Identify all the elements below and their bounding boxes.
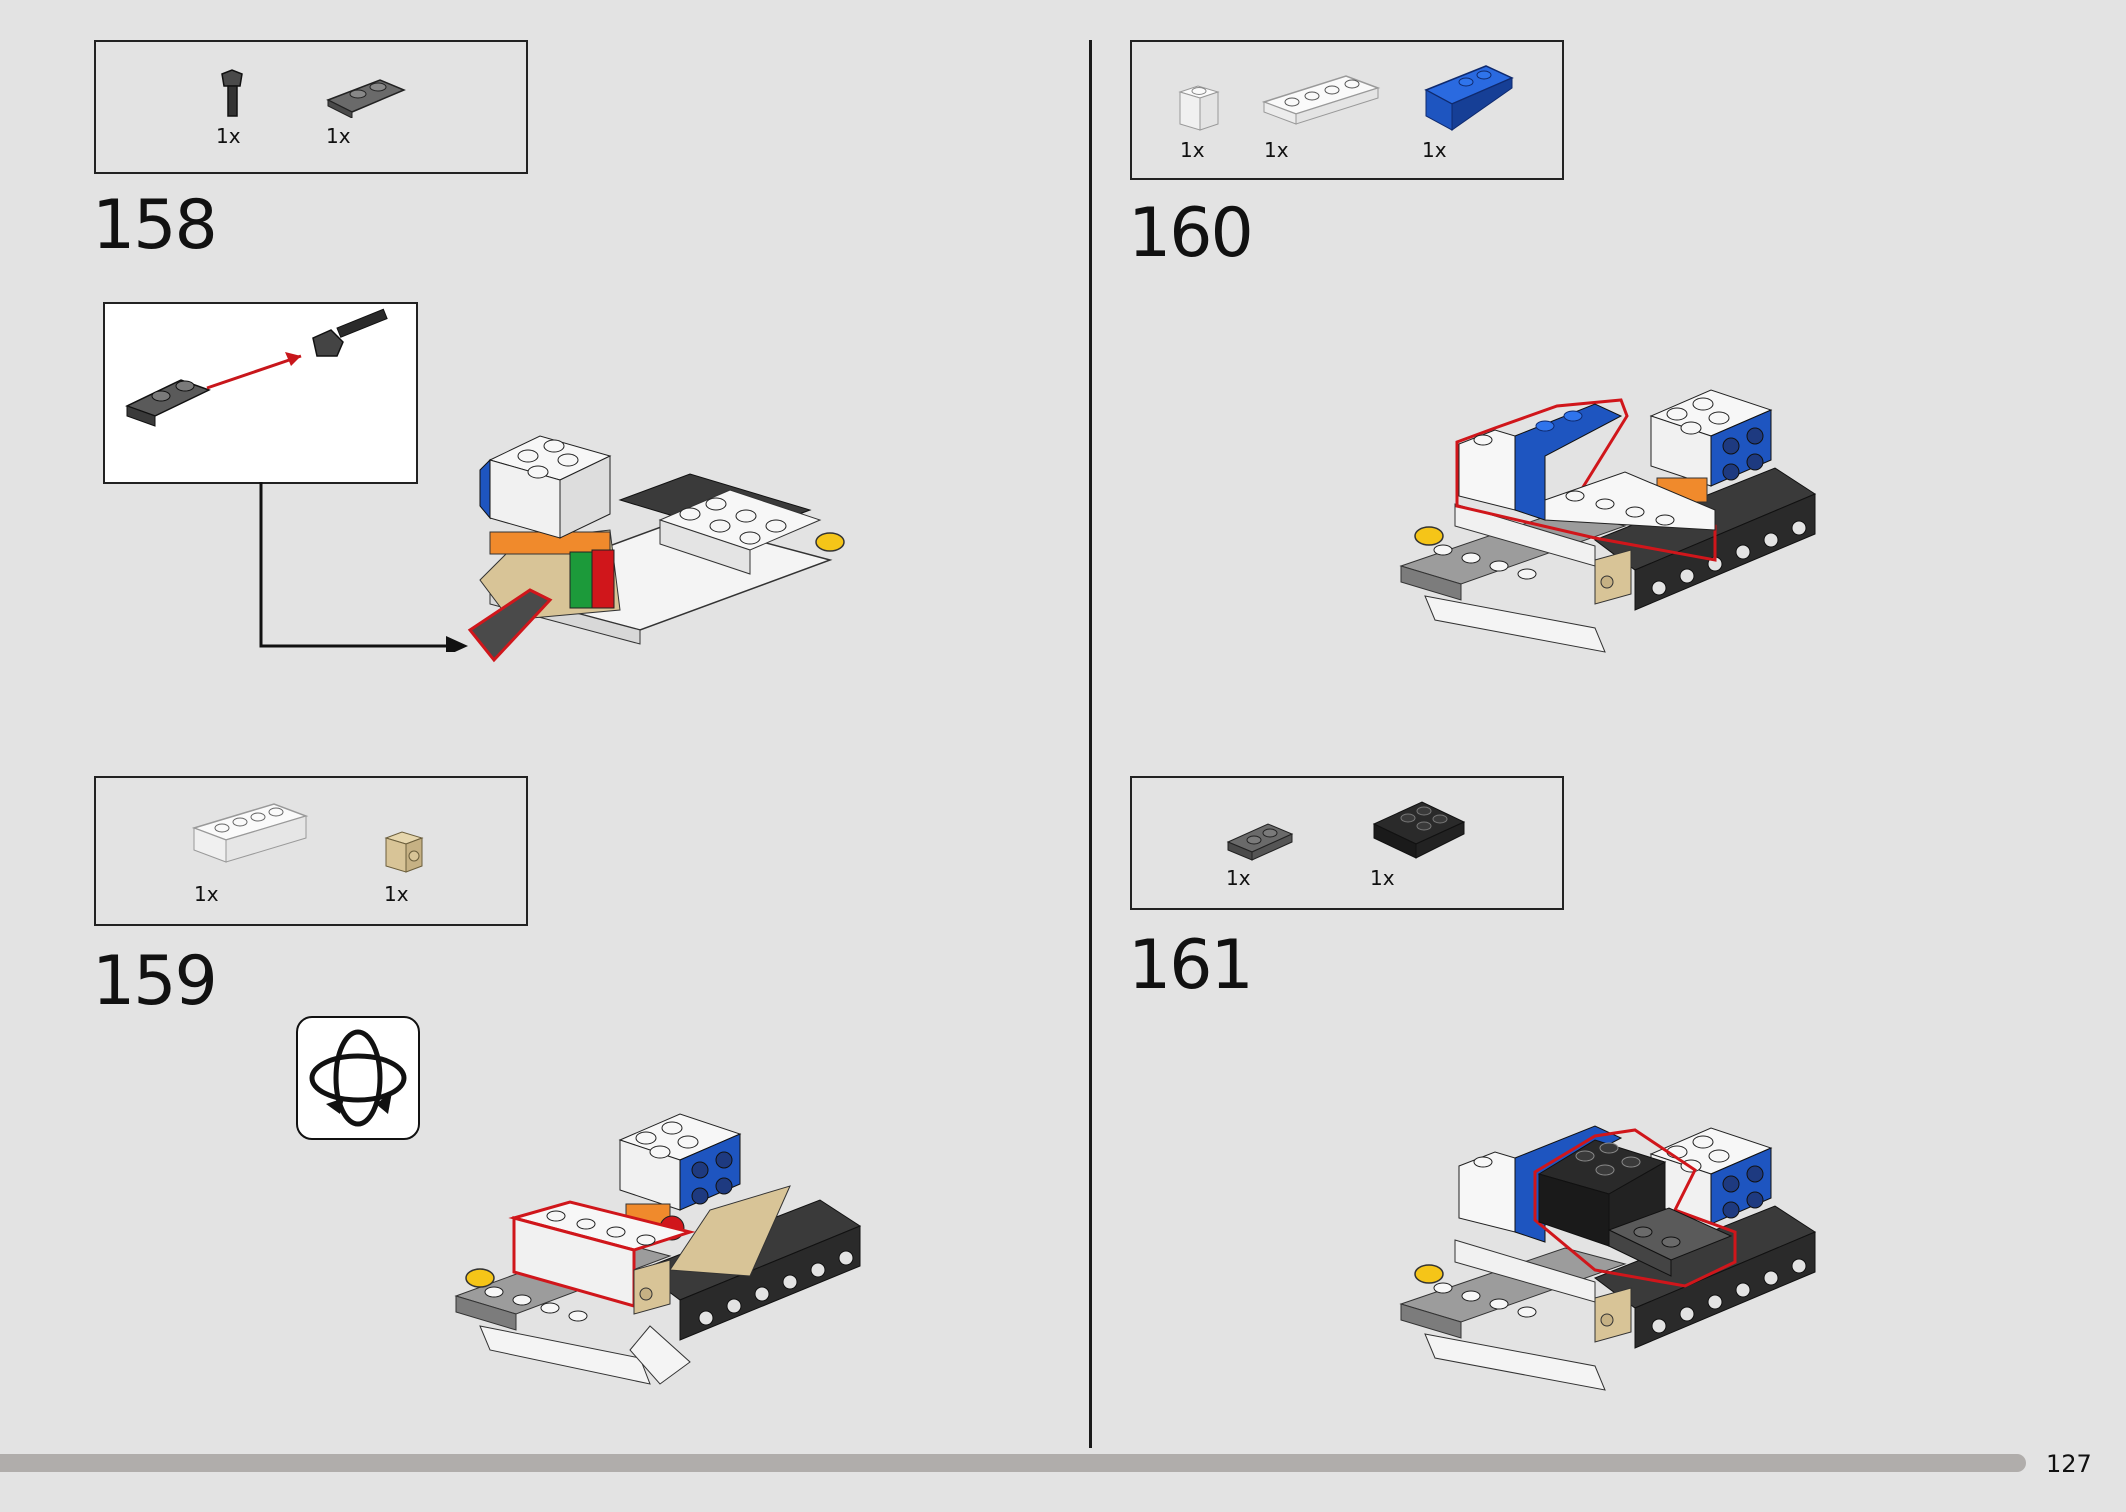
sub-assembly-callout: [103, 302, 418, 484]
rotate-icon: [309, 1029, 407, 1127]
plate-1x4-white-icon: [1262, 75, 1381, 125]
rotate-model-callout: [296, 1016, 420, 1140]
brick-1x4-white-icon: [192, 803, 309, 863]
part-qty: 1x: [1264, 138, 1289, 162]
progress-bar: [0, 1454, 2026, 1472]
plate-1x2-clips-icon: [326, 79, 406, 118]
parts-list-step-161: 1x 1x: [1130, 776, 1564, 910]
model-illustration-step-159: [454, 1113, 862, 1385]
part-qty: 1x: [216, 124, 241, 148]
part-qty: 1x: [1370, 866, 1395, 890]
step-number: 161: [1128, 926, 1254, 1005]
page-number: 127: [2046, 1450, 2092, 1478]
parts-list-step-159: 1x 1x: [94, 776, 528, 926]
brick-1x1-white-icon: [1178, 85, 1220, 131]
tow-ball-pin-icon: [221, 69, 243, 117]
part-qty: 1x: [326, 124, 351, 148]
model-illustration-step-158: [467, 435, 845, 663]
parts-list-step-158: 1x 1x: [94, 40, 528, 174]
slope-2x2-black-icon: [1372, 801, 1466, 859]
brick-1x1-stud-side-tan-icon: [384, 831, 424, 873]
parts-list-step-160: 1x 1x 1x: [1130, 40, 1564, 180]
part-qty: 1x: [1226, 866, 1251, 890]
model-illustration-step-161: [1399, 1125, 1817, 1391]
model-illustration-step-160: [1399, 389, 1817, 653]
slope-inverted-blue-icon: [1424, 65, 1514, 131]
sub-assembly-illustration: [125, 308, 388, 427]
step-number: 158: [92, 186, 218, 265]
part-qty: 1x: [1180, 138, 1205, 162]
plate-1x2-grey-icon: [1226, 823, 1294, 861]
callout-pointer-arrow: [259, 482, 468, 652]
step-number: 160: [1128, 194, 1254, 273]
step-number: 159: [92, 942, 218, 1021]
part-qty: 1x: [1422, 138, 1447, 162]
part-qty: 1x: [194, 882, 219, 906]
page-divider: [1089, 40, 1092, 1448]
part-qty: 1x: [384, 882, 409, 906]
